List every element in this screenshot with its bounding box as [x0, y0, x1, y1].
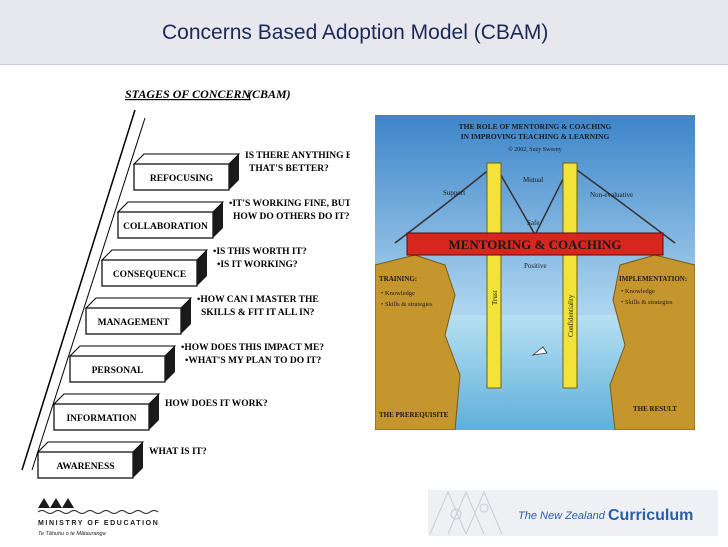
slide-title: Concerns Based Adoption Model (CBAM): [162, 21, 549, 44]
step-side-face: [133, 442, 143, 478]
banner-text: MENTORING & COACHING: [448, 237, 621, 252]
stage-step-personal: PERSONAL •HOW DOES THIS IMPACT ME? •WHAT'S…: [68, 343, 324, 383]
step-front-face: [117, 211, 214, 239]
stair-slope-line: [21, 109, 136, 471]
mentoring-banner: [406, 232, 664, 256]
label-trust: Trust: [491, 290, 499, 305]
boat-icon: [531, 346, 548, 356]
label-prerequisite: THE PREREQUISITE: [379, 411, 449, 419]
tower-trust: [486, 162, 502, 389]
step-top-face: [100, 249, 209, 261]
step-side-face: [197, 250, 207, 286]
slide-title-bar: Concerns Based Adoption Model (CBAM): [0, 0, 728, 65]
implementation-heading: IMPLEMENTATION:: [619, 275, 687, 283]
curriculum-word: Curriculum: [608, 507, 693, 524]
bridge-title-line2: IN IMPROVING TEACHING & LEARNING: [461, 132, 610, 141]
label-confidentiality: Confidentiality: [567, 294, 575, 337]
stage-question-line2: SKILLS & FIT IT ALL IN?: [201, 308, 315, 318]
stage-label: PERSONAL: [92, 366, 144, 376]
step-side-face: [229, 154, 239, 190]
stage-question: •HOW CAN I MASTER THE: [197, 295, 319, 305]
stage-step-awareness: AWARENESS WHAT IS IT?: [36, 441, 207, 479]
stages-of-concern-diagram: STAGES OF CONCERN (CBAM) AWARENESS WHAT I…: [20, 80, 370, 480]
label-result: THE RESULT: [633, 405, 677, 413]
step-side-face: [165, 346, 175, 382]
step-side-face: [213, 202, 223, 238]
step-side-face: [181, 298, 191, 334]
label-safe: Safe: [527, 219, 539, 227]
step-front-face: [85, 307, 182, 335]
stage-step-consequence: CONSEQUENCE •IS THIS WORTH IT? •IS IT WORK…: [100, 247, 307, 287]
stage-question-line2: •WHAT'S MY PLAN TO DO IT?: [185, 356, 322, 366]
ministry-maori-name: Te Tāhuhu o te Mātauranga: [38, 531, 106, 537]
bridge-copyright: © 2002, Suzy Sweeny: [508, 146, 562, 153]
training-item-1: • Knowledge: [381, 290, 415, 297]
ministry-of-education-logo: MINISTRY OF EDUCATION Te Tāhuhu o te Māt…: [36, 492, 206, 542]
mentoring-bridge-illustration: MENTORING & COACHING THE ROLE OF MENTORI…: [374, 115, 696, 431]
stage-label: COLLABORATION: [123, 222, 208, 232]
step-front-face: [53, 403, 150, 431]
training-item-2: • Skills & strategies: [381, 301, 433, 308]
stages-heading-suffix: (CBAM): [248, 87, 291, 101]
step-front-face: [101, 259, 198, 287]
stage-question: •HOW DOES THIS IMPACT ME?: [181, 343, 324, 353]
stage-question: •IT'S WORKING FINE, BUT: [229, 199, 350, 209]
step-side-face: [149, 394, 159, 430]
stage-label: REFOCUSING: [150, 174, 214, 184]
koru-pattern-icon: [429, 490, 503, 535]
stage-step-refocusing: REFOCUSING IS THERE ANYTHING ELSE THAT'S B…: [132, 151, 370, 191]
stage-label: AWARENESS: [56, 462, 114, 472]
stage-question: HOW DOES IT WORK?: [165, 399, 268, 409]
stage-question-line2: •IS IT WORKING?: [217, 260, 298, 270]
step-top-face: [84, 297, 193, 309]
step-top-face: [52, 393, 161, 405]
curriculum-banner-bg: [428, 490, 718, 536]
stair-slope-line-inner: [31, 117, 146, 471]
curriculum-prefix: The New Zealand: [518, 510, 606, 522]
step-top-face: [116, 201, 225, 213]
stage-question: WHAT IS IT?: [149, 447, 207, 457]
stage-question: •IS THIS WORTH IT?: [213, 247, 307, 257]
step-top-face: [132, 153, 241, 165]
stage-label: CONSEQUENCE: [113, 270, 186, 280]
step-front-face: [133, 163, 230, 191]
implementation-item-1: • Knowledge: [621, 288, 655, 295]
label-mutual: Mutual: [523, 176, 543, 184]
implementation-item-2: • Skills & strategies: [621, 299, 673, 306]
stage-step-management: MANAGEMENT •HOW CAN I MASTER THE SKILLS & …: [84, 295, 319, 335]
ministry-name: MINISTRY OF EDUCATION: [38, 520, 159, 527]
stage-label: MANAGEMENT: [98, 318, 170, 328]
moe-triangles-icon: [38, 498, 74, 508]
stage-step-information: INFORMATION HOW DOES IT WORK?: [52, 393, 268, 431]
tower-confidentiality: [562, 162, 578, 389]
training-heading: TRAINING:: [379, 275, 417, 283]
stage-label: INFORMATION: [66, 414, 136, 424]
step-top-face: [36, 441, 145, 453]
moe-wave-icon: [37, 510, 159, 514]
stages-heading: STAGES OF CONCERN: [125, 87, 251, 101]
step-top-face: [68, 345, 177, 357]
stage-question: IS THERE ANYTHING ELSE: [245, 151, 350, 161]
stage-step-collaboration: COLLABORATION •IT'S WORKING FINE, BUT HOW …: [116, 199, 352, 239]
bridge-title-line1: THE ROLE OF MENTORING & COACHING: [459, 122, 612, 131]
label-support: Support: [443, 189, 465, 197]
label-positive: Positive: [524, 262, 547, 270]
stage-question-line2: THAT'S BETTER?: [249, 164, 329, 174]
nz-curriculum-logo: The New Zealand Curriculum: [428, 490, 718, 536]
stage-question-line2: HOW DO OTHERS DO IT?: [233, 212, 350, 222]
label-non-evaluative: Non-evaluative: [590, 191, 633, 199]
